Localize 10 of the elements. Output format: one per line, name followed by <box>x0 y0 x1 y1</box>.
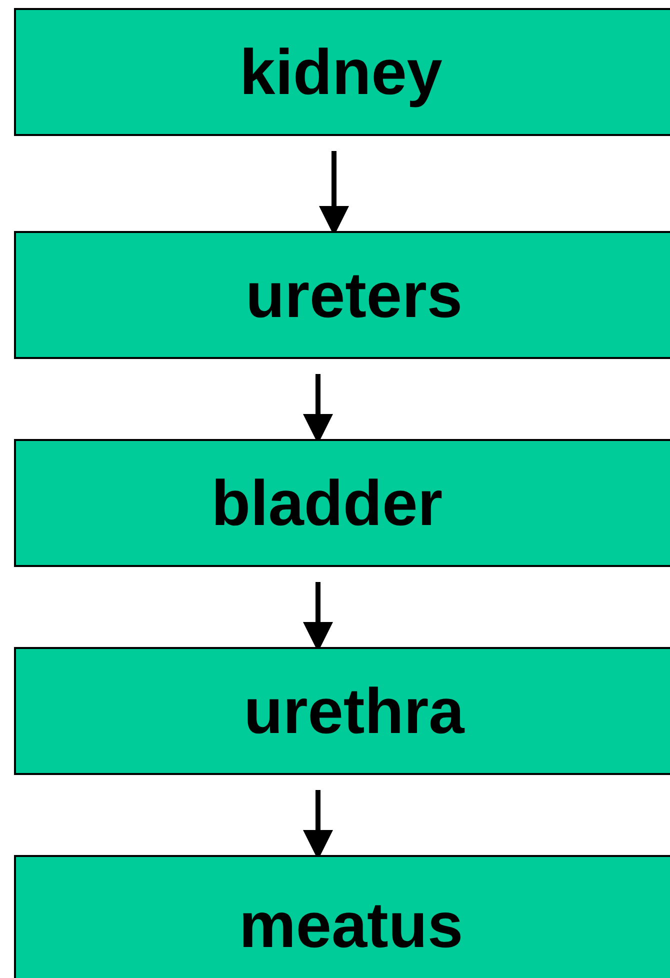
process-box <box>14 439 670 567</box>
process-box <box>14 647 670 775</box>
process-box <box>14 8 670 136</box>
box-label: ureters <box>246 258 462 332</box>
box-label: meatus <box>238 888 464 962</box>
box-label: bladder <box>211 466 443 540</box>
box-label: kidney <box>240 35 442 109</box>
box-label: urethra <box>244 674 464 748</box>
process-box <box>14 855 670 978</box>
process-box <box>14 231 670 359</box>
